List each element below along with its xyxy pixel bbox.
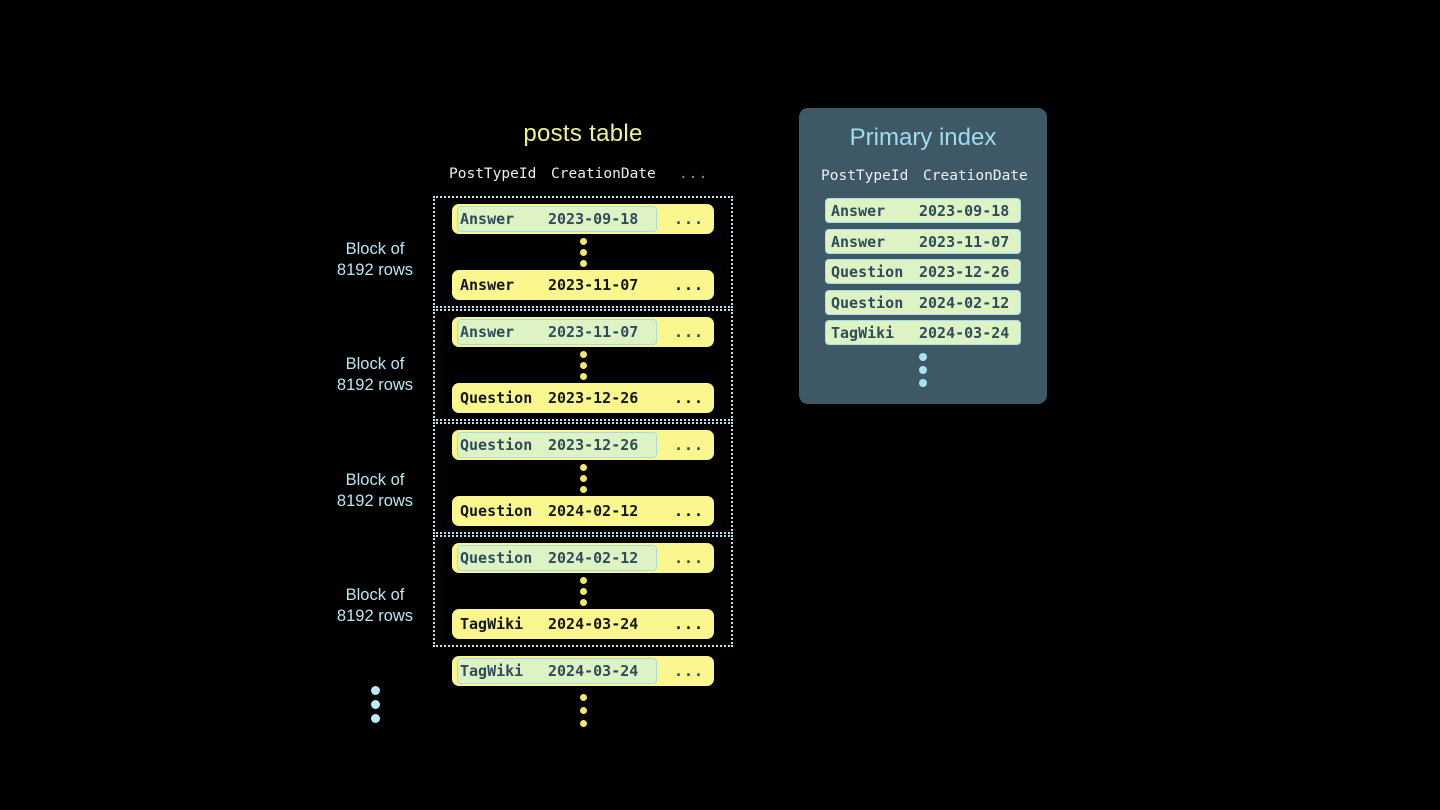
cell-creationdate: 2023-09-18 <box>548 210 639 228</box>
cell-posttypeid: Answer <box>460 323 515 341</box>
block-list-ellipsis-dots <box>371 686 381 730</box>
block-label-line2: 8192 rows <box>336 607 414 625</box>
index-column-header-creationdate: CreationDate <box>923 168 1028 184</box>
primary-index-rows: Answer 2023-09-18 Answer 2023-11-07 Ques… <box>799 198 1047 345</box>
cell-creationdate: 2024-02-12 <box>548 502 639 520</box>
block-label-0: Block of 8192 rows <box>300 239 450 281</box>
block-label-line1: Block of <box>345 586 405 604</box>
index-cell-posttypeid: TagWiki <box>831 324 895 342</box>
index-row: Answer 2023-11-07 <box>825 228 1021 254</box>
table-trailing-ellipsis-dots <box>433 690 733 734</box>
index-cell-posttypeid: Answer <box>831 202 886 220</box>
table-row: Question 2024-02-12 ... <box>452 543 714 573</box>
cell-creationdate: 2023-11-07 <box>548 323 639 341</box>
block-label-1: Block of 8192 rows <box>300 354 450 396</box>
cell-ellipsis: ... <box>674 389 705 407</box>
vertical-ellipsis-dots <box>435 460 731 496</box>
index-cell-posttypeid: Answer <box>831 232 886 251</box>
cell-ellipsis: ... <box>674 549 705 567</box>
posts-table: posts table PostTypeId CreationDate ... … <box>433 118 733 734</box>
index-cell-creationdate: 2024-03-24 <box>919 324 1010 342</box>
index-row: Question 2024-02-12 <box>825 289 1021 315</box>
table-block: Answer 2023-09-18 ... Answer 2023-11-07 … <box>433 196 733 308</box>
block-label-line1: Block of <box>345 355 405 373</box>
index-row: Question 2023-12-26 <box>825 259 1021 284</box>
table-row: Answer 2023-09-18 ... <box>452 204 714 234</box>
cell-posttypeid: Answer <box>460 276 515 294</box>
posts-table-title: posts table <box>523 120 643 147</box>
primary-index-title: Primary index <box>849 124 997 151</box>
cell-posttypeid: Answer <box>460 210 515 228</box>
column-header-ellipsis: ... <box>679 166 709 182</box>
cell-creationdate: 2024-03-24 <box>548 662 639 680</box>
cell-creationdate: 2024-03-24 <box>548 615 639 633</box>
vertical-ellipsis-dots <box>435 573 731 609</box>
index-cell-creationdate: 2023-12-26 <box>919 263 1010 281</box>
row-key-highlight <box>457 545 657 571</box>
row-key-highlight <box>457 206 657 232</box>
cell-ellipsis: ... <box>674 502 705 520</box>
index-cell-creationdate: 2024-02-12 <box>919 293 1010 312</box>
table-row: TagWiki 2024-03-24 ... <box>452 609 714 639</box>
table-block: Question 2024-02-12 ... TagWiki 2024-03-… <box>433 535 733 647</box>
vertical-ellipsis-dots <box>435 234 731 270</box>
posts-table-blocks: Answer 2023-09-18 ... Answer 2023-11-07 … <box>433 196 733 734</box>
cell-posttypeid: Question <box>460 549 533 567</box>
cell-ellipsis: ... <box>674 323 705 341</box>
table-row: Answer 2023-11-07 ... <box>452 317 714 347</box>
index-column-header-posttypeid: PostTypeId <box>821 168 909 184</box>
block-label-line1: Block of <box>345 240 405 258</box>
block-label-line1: Block of <box>345 471 405 489</box>
row-key-highlight <box>457 432 657 458</box>
cell-posttypeid: Question <box>460 436 533 454</box>
index-cell-creationdate: 2023-11-07 <box>919 232 1010 251</box>
primary-index-column-headers: PostTypeId CreationDate <box>799 168 1047 190</box>
vertical-ellipsis-dots <box>435 347 731 383</box>
block-label-line2: 8192 rows <box>336 261 414 279</box>
column-header-creationdate: CreationDate <box>551 166 656 182</box>
cell-creationdate: 2023-12-26 <box>548 436 639 454</box>
cell-ellipsis: ... <box>674 615 705 633</box>
cell-ellipsis: ... <box>674 276 705 294</box>
index-cell-posttypeid: Question <box>831 293 904 312</box>
cell-creationdate: 2023-12-26 <box>548 389 639 407</box>
column-header-posttypeid: PostTypeId <box>449 166 537 182</box>
table-block: Question 2023-12-26 ... Question 2024-02… <box>433 422 733 534</box>
cell-posttypeid: Question <box>460 389 533 407</box>
table-row: Question 2023-12-26 ... <box>452 383 714 413</box>
row-key-highlight <box>457 319 657 345</box>
cell-creationdate: 2024-02-12 <box>548 549 639 567</box>
block-label-line2: 8192 rows <box>336 492 414 510</box>
table-row: Question 2024-02-12 ... <box>452 496 714 526</box>
cell-posttypeid: Question <box>460 502 533 520</box>
primary-index-panel: Primary index PostTypeId CreationDate An… <box>799 108 1047 404</box>
block-label-3: Block of 8192 rows <box>300 585 450 627</box>
posts-table-column-headers: PostTypeId CreationDate ... <box>433 166 733 190</box>
table-row-trailing: TagWiki 2024-03-24 ... <box>452 656 714 686</box>
cell-posttypeid: TagWiki <box>460 662 524 680</box>
block-label-line2: 8192 rows <box>336 376 414 394</box>
row-key-highlight <box>457 658 657 684</box>
index-row: Answer 2023-09-18 <box>825 198 1021 223</box>
table-block: Answer 2023-11-07 ... Question 2023-12-2… <box>433 309 733 421</box>
index-cell-posttypeid: Question <box>831 263 904 281</box>
cell-ellipsis: ... <box>674 210 705 228</box>
index-cell-creationdate: 2023-09-18 <box>919 202 1010 220</box>
cell-ellipsis: ... <box>674 662 705 680</box>
block-label-2: Block of 8192 rows <box>300 470 450 512</box>
index-row: TagWiki 2024-03-24 <box>825 320 1021 345</box>
table-row: Question 2023-12-26 ... <box>452 430 714 460</box>
cell-creationdate: 2023-11-07 <box>548 276 639 294</box>
index-ellipsis-dots <box>799 351 1047 391</box>
table-row: Answer 2023-11-07 ... <box>452 270 714 300</box>
cell-posttypeid: TagWiki <box>460 615 524 633</box>
cell-ellipsis: ... <box>674 436 705 454</box>
